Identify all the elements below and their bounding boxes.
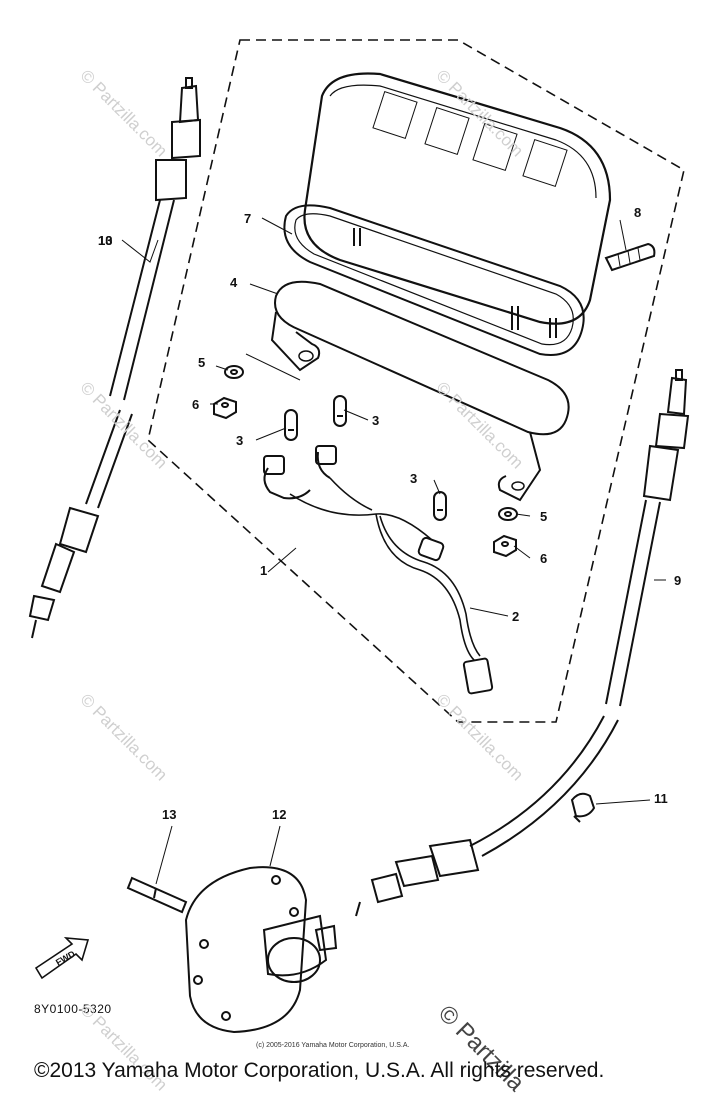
callout-11: 11 (654, 791, 668, 806)
callout-6-left: 6 (192, 397, 200, 412)
nut-right (493, 534, 517, 558)
washer-right (498, 507, 518, 521)
nut-left (213, 396, 237, 420)
bulb-a (284, 409, 298, 441)
cable-clamp (570, 792, 596, 823)
tachometer-cable (355, 369, 690, 917)
diagram-code: 8Y0100-5320 (34, 1002, 112, 1016)
speedometer-cable (28, 77, 201, 639)
washer-left (224, 365, 244, 379)
drive-pin (126, 876, 188, 914)
leader-lines (121, 217, 666, 885)
wire-harness (263, 445, 494, 695)
callout-8: 8 (634, 205, 642, 220)
callout-9: 9 (674, 573, 682, 588)
drive-unit (184, 866, 338, 1034)
callout-7: 7 (244, 211, 252, 226)
bulb-c (433, 491, 447, 521)
fwd-arrow (34, 937, 90, 980)
bulb-b (333, 395, 347, 427)
footer-copyright: ©2013 Yamaha Motor Corporation, U.S.A. A… (34, 1059, 605, 1082)
gasket (283, 204, 585, 356)
callout-13: 13 (162, 807, 177, 822)
fine-print: (c) 2005-2016 Yamaha Motor Corporation, … (256, 1042, 410, 1049)
reset-knob (604, 242, 656, 272)
callout-12: 12 (272, 807, 287, 822)
callout-2: 2 (512, 609, 520, 624)
callout-3-b: 3 (372, 413, 380, 428)
assembly-boundary (147, 39, 685, 723)
callout-3-c: 3 (410, 471, 418, 486)
callout-5-left: 5 (198, 355, 206, 370)
bracket (274, 280, 570, 436)
callout-1: 1 (260, 563, 268, 578)
meter-housing (303, 72, 612, 338)
callout-6-right: 6 (540, 551, 548, 566)
callout-3-a: 3 (236, 433, 244, 448)
callout-5-right: 5 (540, 509, 548, 524)
callout-10-text: 10 (98, 233, 113, 248)
callout-4: 4 (230, 275, 238, 290)
callout-10: 13 (98, 233, 113, 248)
